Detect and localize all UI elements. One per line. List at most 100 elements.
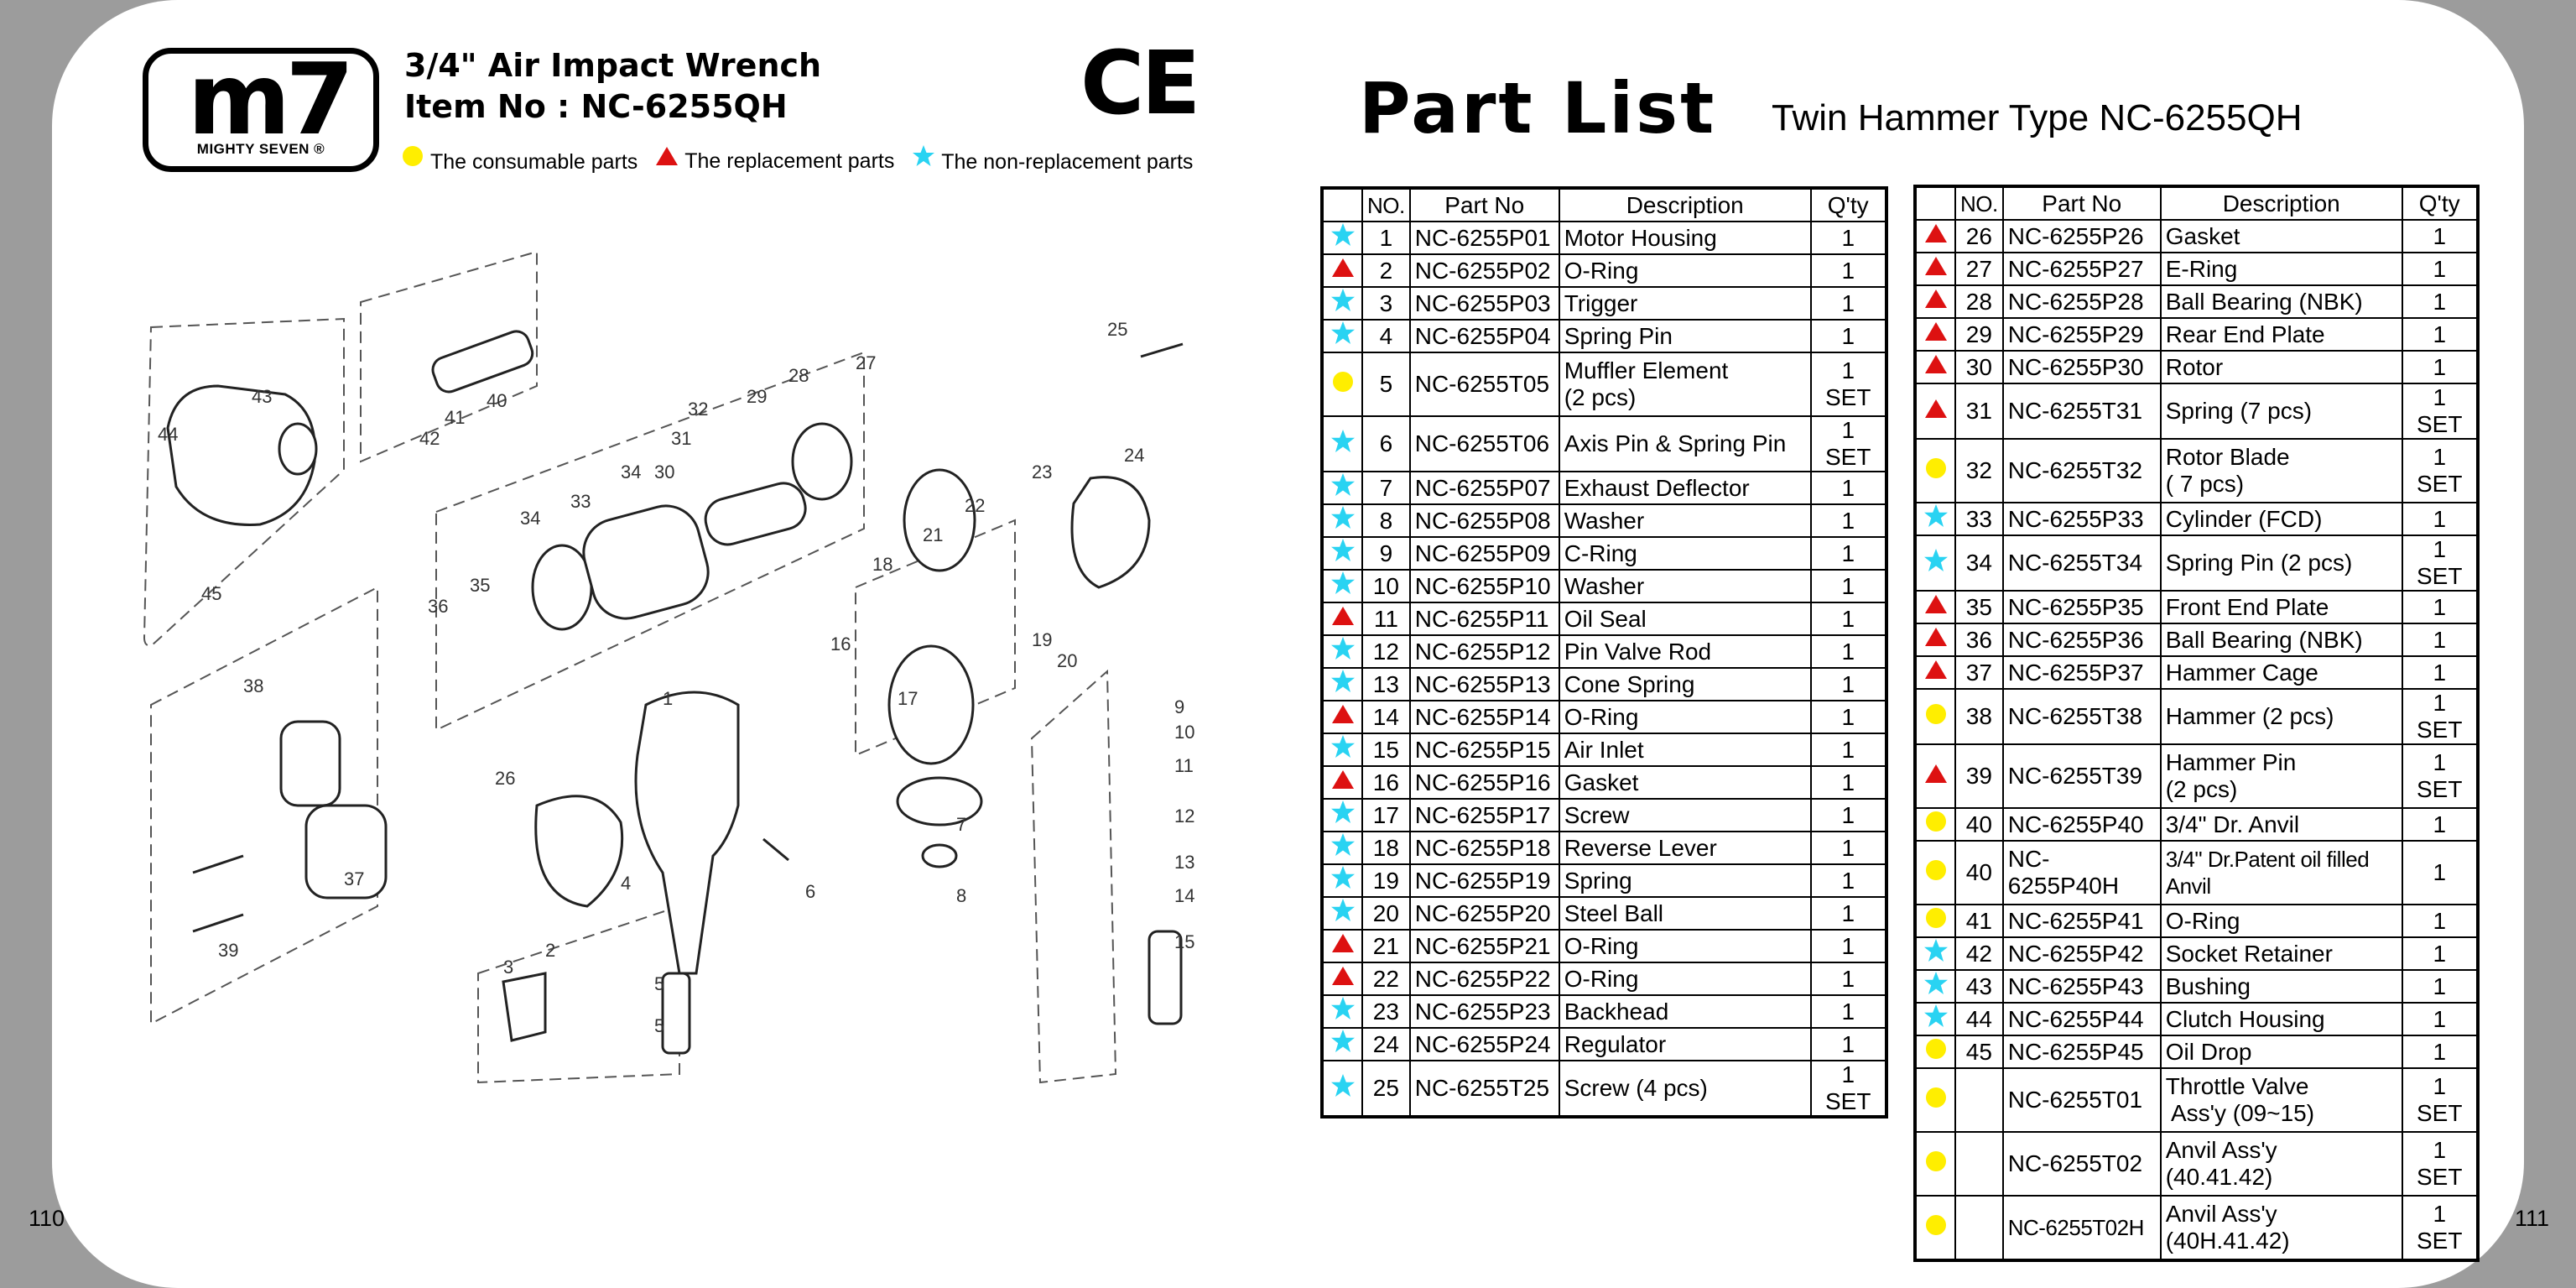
callout-45: 45	[201, 583, 221, 604]
triangle-icon	[1924, 764, 1947, 783]
part-code-cell: NC-6255T38	[2001, 688, 2162, 745]
part-code-cell: NC-6255P17	[1408, 798, 1560, 832]
callout-12: 12	[1174, 806, 1194, 827]
star-icon	[1330, 539, 1355, 561]
table-header-row: NO. Part No Description Q'ty	[1914, 185, 2479, 221]
description-cell: Reverse Lever	[1558, 831, 1812, 865]
air-inlet-drawing	[1147, 930, 1183, 1025]
quantity-cell: 1	[1809, 1027, 1887, 1061]
part-type-cell	[1321, 896, 1363, 931]
description-line: Spring Pin	[1564, 322, 1673, 349]
callout-1: 1	[663, 688, 673, 709]
part-code-cell: NC-6255T02	[2001, 1131, 2162, 1197]
part-code-cell: NC-6255P13	[1408, 667, 1560, 701]
part-code-cell: NC-6255P14	[1408, 700, 1560, 734]
part-number-cell: 7	[1361, 471, 1411, 505]
callout-36: 36	[428, 596, 448, 617]
description-cell: Clutch Housing	[2159, 1002, 2403, 1036]
callout-38: 38	[243, 675, 263, 696]
outline-motor	[435, 351, 865, 732]
callout-33: 33	[570, 491, 591, 512]
callout-20: 20	[1057, 650, 1077, 671]
part-type-cell	[1321, 667, 1363, 701]
star-icon	[1330, 289, 1355, 311]
gasket-ring-drawing	[903, 468, 976, 572]
part-type-cell	[1914, 438, 1956, 503]
description-line: Rotor Blade	[2165, 444, 2290, 470]
gasket-backhead-drawing	[887, 644, 975, 765]
part-list-subtitle: Twin Hammer Type NC-6255QH	[1772, 97, 2303, 138]
part-type-cell	[1914, 350, 1956, 384]
part-code-cell: NC-6255P33	[2001, 502, 2162, 536]
part-number-cell: 6	[1361, 415, 1411, 472]
part-type-cell	[1914, 502, 1956, 536]
quantity-cell: 1	[1809, 634, 1887, 669]
part-number-cell: 29	[1954, 317, 2004, 352]
circle-icon	[1925, 859, 1946, 880]
triangle-icon	[1331, 770, 1354, 789]
gasket-drawing	[534, 795, 624, 908]
star-icon	[1330, 899, 1355, 921]
quantity-cell: 1 SET	[1809, 415, 1887, 472]
header-qty: Q'ty	[2401, 185, 2479, 221]
description-line: Rotor	[2165, 353, 2224, 380]
star-icon	[1330, 321, 1355, 344]
callout-23: 23	[1032, 461, 1052, 482]
header-qty: Q'ty	[1809, 187, 1887, 222]
description-line: 3/4" Dr. Anvil	[2165, 811, 2300, 837]
description-line: 3/4" Dr.Patent oil filled	[2165, 847, 2370, 872]
quantity-cell: 1	[2401, 623, 2479, 657]
part-number-cell: 5	[1361, 352, 1411, 417]
triangle-icon	[1924, 355, 1947, 373]
circle-icon	[1925, 1150, 1946, 1171]
description-cell: Spring (7 pcs)	[2159, 383, 2403, 440]
part-type-cell	[1321, 602, 1363, 636]
muffler-drawing	[661, 972, 691, 1055]
star-icon	[1923, 972, 1948, 994]
legend-non-replacement-label: The non-replacement parts	[941, 149, 1194, 174]
description-cell: Muffler Element(2 pcs)	[1558, 352, 1812, 417]
part-code-cell: NC-6255T34	[2001, 534, 2162, 592]
description-cell: O-Ring	[1558, 929, 1812, 963]
part-type-cell	[1914, 284, 1956, 319]
part-number-cell: 20	[1361, 896, 1411, 931]
description-line: Spring	[1564, 867, 1632, 894]
callout-40: 40	[487, 390, 507, 411]
page-number-left: 110	[29, 1206, 65, 1231]
description-line: C-Ring	[1564, 540, 1637, 566]
part-type-cell	[1321, 536, 1363, 571]
part-code-cell: NC-6255P01	[1408, 221, 1560, 255]
callout-14: 14	[1174, 885, 1194, 906]
description-cell: Hammer Pin(2 pcs)	[2159, 743, 2403, 809]
part-number-cell: 42	[1954, 936, 2004, 971]
part-number-cell: 37	[1954, 655, 2004, 690]
description-cell: Oil Drop	[2159, 1035, 2403, 1069]
description-line-2: (40H.41.42)	[2165, 1228, 2290, 1254]
part-type-cell	[1321, 319, 1363, 353]
part-number-cell: 27	[1954, 252, 2004, 286]
quantity-cell: 1	[1809, 962, 1887, 996]
part-type-cell	[1914, 807, 1956, 842]
star-icon	[1330, 506, 1355, 529]
description-cell: Rotor Blade( 7 pcs)	[2159, 438, 2403, 503]
description-line: Gasket	[2165, 222, 2240, 249]
description-cell: Cone Spring	[1558, 667, 1812, 701]
star-icon	[1330, 429, 1355, 452]
header-description: Description	[1558, 187, 1812, 222]
part-code-cell: NC-6255P21	[1408, 929, 1560, 963]
description-line: Gasket	[1564, 769, 1639, 795]
washer-drawing	[921, 843, 958, 868]
description-line: Motor Housing	[1564, 224, 1717, 251]
quantity-cell: 1	[2401, 502, 2479, 536]
description-line: Cone Spring	[1564, 670, 1695, 697]
